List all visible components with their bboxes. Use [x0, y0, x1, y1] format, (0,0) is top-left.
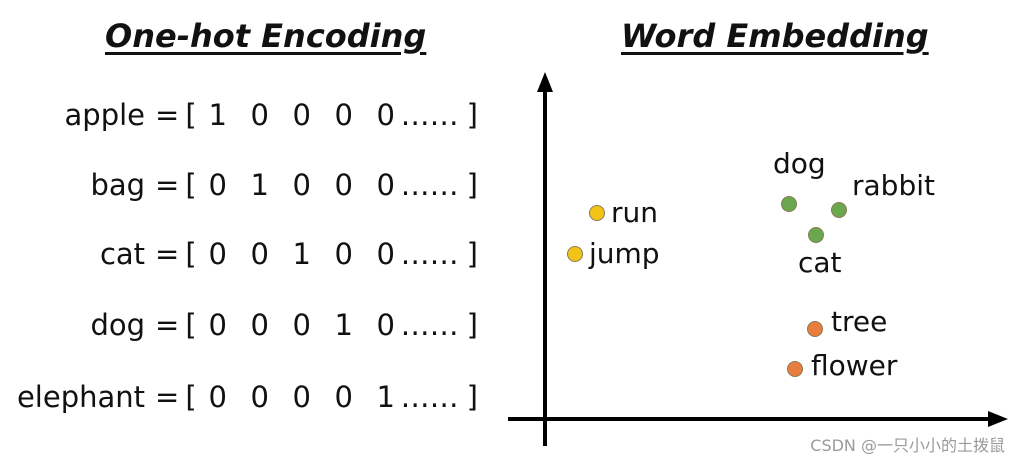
- point-label-cat: cat: [798, 246, 842, 279]
- encoding-word: dog: [90, 308, 146, 342]
- vector-element: 0: [208, 168, 227, 202]
- encoding-word: bag: [90, 168, 146, 202]
- point-run: [589, 205, 605, 221]
- vector-element: 0: [250, 308, 269, 342]
- equals-sign: =: [155, 380, 180, 414]
- vector-ellipsis: ……: [400, 168, 459, 202]
- vector-element: 0: [292, 380, 311, 414]
- point-cat: [808, 227, 824, 243]
- equals-sign: =: [155, 308, 180, 342]
- vector-element: 0: [208, 237, 227, 271]
- bracket-open: [: [185, 380, 197, 414]
- vector-ellipsis: ……: [400, 237, 459, 271]
- bracket-open: [: [185, 237, 197, 271]
- x-axis-arrow: [988, 411, 1008, 427]
- vector-element: 0: [376, 98, 395, 132]
- point-label-run: run: [611, 196, 659, 229]
- vector-element: 0: [250, 98, 269, 132]
- equals-sign: =: [155, 237, 180, 271]
- point-flower: [787, 361, 803, 377]
- vector-element: 0: [250, 237, 269, 271]
- y-axis-arrow: [537, 72, 553, 92]
- equals-sign: =: [155, 98, 180, 132]
- encoding-word: apple: [64, 98, 146, 132]
- equals-sign: =: [155, 168, 180, 202]
- point-label-jump: jump: [589, 237, 660, 270]
- vector-ellipsis: ……: [400, 380, 459, 414]
- one-hot-title: One-hot Encoding: [105, 17, 427, 55]
- bracket-open: [: [185, 98, 197, 132]
- vector-element: 0: [292, 98, 311, 132]
- vector-element: 0: [292, 308, 311, 342]
- vector-ellipsis: ……: [400, 308, 459, 342]
- vector-element: 1: [250, 168, 269, 202]
- bracket-close: ]: [466, 380, 478, 414]
- point-rabbit: [831, 202, 847, 218]
- vector-element: 1: [292, 237, 311, 271]
- point-label-flower: flower: [811, 349, 898, 382]
- vector-element: 0: [334, 98, 353, 132]
- vector-element: 0: [250, 380, 269, 414]
- bracket-close: ]: [466, 168, 478, 202]
- bracket-close: ]: [466, 98, 478, 132]
- point-jump: [567, 246, 583, 262]
- vector-element: 0: [376, 308, 395, 342]
- vector-element: 1: [376, 380, 395, 414]
- vector-element: 0: [292, 168, 311, 202]
- bracket-close: ]: [466, 237, 478, 271]
- vector-element: 0: [208, 380, 227, 414]
- encoding-word: cat: [99, 237, 146, 271]
- vector-element: 0: [208, 308, 227, 342]
- vector-ellipsis: ……: [400, 98, 459, 132]
- point-dog: [781, 196, 797, 212]
- vector-element: 1: [208, 98, 227, 132]
- point-label-tree: tree: [831, 305, 888, 338]
- point-tree: [807, 321, 823, 337]
- vector-element: 0: [334, 237, 353, 271]
- vector-element: 0: [334, 380, 353, 414]
- vector-element: 1: [334, 308, 353, 342]
- bracket-close: ]: [466, 308, 478, 342]
- point-label-dog: dog: [773, 147, 826, 180]
- vector-element: 0: [334, 168, 353, 202]
- vector-element: 0: [376, 168, 395, 202]
- point-label-rabbit: rabbit: [852, 169, 935, 202]
- bracket-open: [: [185, 168, 197, 202]
- bracket-open: [: [185, 308, 197, 342]
- word-embedding-title: Word Embedding: [621, 17, 929, 55]
- watermark: CSDN @一只小小的土拨鼠: [810, 436, 1005, 455]
- encoding-word: elephant: [16, 380, 146, 414]
- vector-element: 0: [376, 237, 395, 271]
